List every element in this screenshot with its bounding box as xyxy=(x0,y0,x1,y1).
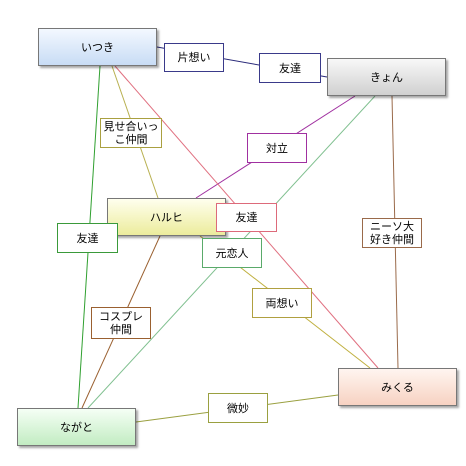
edge-label-cosplay: コスプレ仲間 xyxy=(91,307,151,339)
edge-label-tomodachi-itsuki-mikuru: 友達 xyxy=(216,203,277,232)
edge-label-ryouomoi: 両想い xyxy=(252,288,312,318)
edge-label-tomodachi-itsuki-kyon: 友達 xyxy=(259,53,321,83)
edge-label-misemiai: 見せ合いっこ仲間 xyxy=(100,118,162,148)
edge-label-tairitsu: 対立 xyxy=(247,133,307,163)
node-mikuru[interactable]: みくる xyxy=(338,368,457,406)
node-nagato[interactable]: ながと xyxy=(17,408,136,446)
edge-label-bimyou: 微妙 xyxy=(208,393,268,423)
edge-label-motokoibito: 元恋人 xyxy=(202,238,262,268)
edge-label-kneesocks: ニーソ大好き仲間 xyxy=(362,218,422,248)
edge-label-kataomoi: 片想い xyxy=(164,43,224,72)
node-kyon[interactable]: きょん xyxy=(327,58,446,96)
node-haruhi[interactable]: ハルヒ xyxy=(107,198,226,236)
edge-label-tomodachi-itsuki-nagato: 友達 xyxy=(57,223,118,253)
node-itsuki[interactable]: いつき xyxy=(38,28,157,66)
